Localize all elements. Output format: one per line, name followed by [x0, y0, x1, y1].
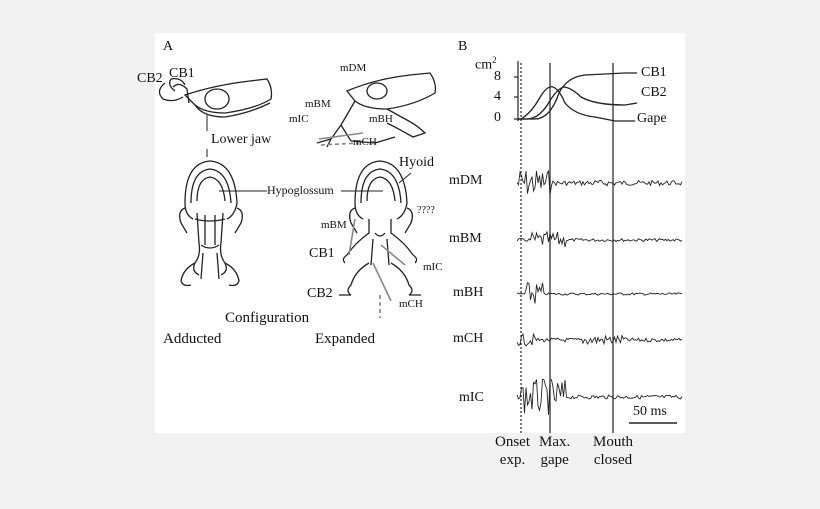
label-cb1: CB1 — [169, 66, 195, 81]
label-cb1-bottom: CB1 — [309, 246, 335, 261]
emg-trace-mic — [516, 378, 683, 415]
marker-mouth-closed-label: Mouth closed — [593, 434, 634, 468]
panel-a-drawings — [158, 72, 437, 318]
curve-label-gape: Gape — [637, 111, 667, 126]
label-mic-a-top: mIC — [289, 113, 309, 125]
panel-a-letter: A — [163, 39, 174, 54]
emg-trace-mbm — [516, 230, 683, 248]
emg-label-mbh: mBH — [453, 285, 484, 300]
label-mic-a-bottom: mIC — [423, 261, 443, 273]
skull-lateral-expanded — [316, 72, 437, 148]
label-mdm-a: mDM — [340, 62, 367, 74]
label-configuration: Configuration — [225, 310, 310, 326]
label-mch-a-top: mCH — [353, 136, 377, 148]
skull-dorsal-expanded — [339, 160, 421, 296]
label-hypoglossum: Hypoglossum — [267, 183, 334, 197]
label-adducted: Adducted — [163, 331, 222, 347]
label-cb2-bottom: CB2 — [307, 286, 333, 301]
emg-label-mch: mCH — [453, 331, 484, 346]
skull-dorsal-adducted — [179, 160, 243, 287]
curve-gape — [518, 86, 635, 122]
label-mch-a-bottom: mCH — [399, 298, 423, 310]
kinematic-axes — [514, 61, 519, 121]
emg-trace-mch — [516, 332, 683, 347]
curve-label-cb2: CB2 — [641, 85, 667, 100]
marker-maxgape-label: Max. gape — [539, 434, 571, 468]
panel-b-plot — [514, 61, 683, 433]
emg-label-mdm: mDM — [449, 173, 483, 188]
label-lower-jaw: Lower jaw — [211, 132, 272, 147]
emg-label-mic: mIC — [459, 390, 484, 405]
curve-label-cb1: CB1 — [641, 65, 667, 80]
tick-8: 8 — [494, 69, 501, 84]
label-unknown: ???? — [417, 205, 435, 216]
curve-cb2 — [518, 86, 638, 120]
label-expanded: Expanded — [315, 331, 375, 347]
label-cb2: CB2 — [137, 71, 163, 86]
label-hyoid: Hyoid — [399, 155, 434, 170]
skull-lateral-adducted — [158, 77, 273, 118]
emg-trace-mdm — [516, 170, 683, 196]
label-mbm-a-top: mBM — [305, 98, 331, 110]
tick-0: 0 — [494, 110, 501, 125]
emg-label-mbm: mBM — [449, 231, 482, 246]
panel-b-letter: B — [458, 39, 468, 54]
unit-label: cm2 — [475, 55, 497, 73]
scale-bar-label: 50 ms — [633, 404, 667, 419]
figure: A CB2 CB1 Lower jaw Hypoglossum mDM mBM … — [137, 33, 685, 468]
tick-4: 4 — [494, 89, 501, 104]
label-mbm-a-bottom: mBM — [321, 219, 347, 231]
label-mbh-a: mBH — [369, 113, 393, 125]
emg-trace-mbh — [516, 282, 683, 304]
marker-onset-label: Onset exp. — [495, 434, 530, 468]
